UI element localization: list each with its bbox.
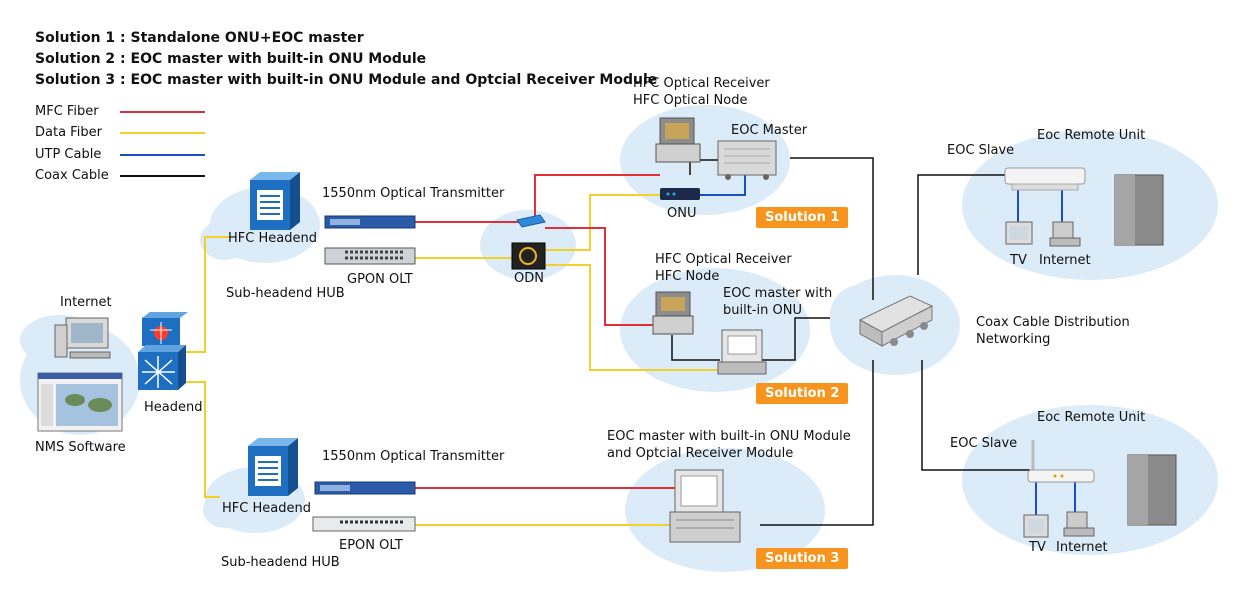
hfc-headend-top-icon — [250, 172, 300, 230]
hfc-headend-bottom-label: HFC Headend — [222, 501, 311, 516]
optical-transmitter-bottom-label: 1550nm Optical Transmitter — [322, 449, 505, 464]
internet-bottom-label: Internet — [1056, 540, 1108, 555]
optical-transmitter-top-icon — [324, 215, 416, 229]
eoc-slave-bottom-icon — [1027, 440, 1095, 483]
headend-label: Headend — [144, 400, 203, 415]
internet-pc-icon — [54, 317, 111, 359]
coax-distribution-label: Coax Cable Distribution Networking — [976, 315, 1130, 347]
hfc-headend-bottom-icon — [248, 438, 298, 496]
legend-mfc-fiber: MFC Fiber — [35, 104, 99, 119]
s2-eoc-master-icon — [717, 329, 767, 375]
coax-distribution-icon — [858, 295, 934, 347]
onu-label: ONU — [667, 206, 697, 221]
remote-unit-top-label: Eoc Remote Unit — [1037, 128, 1146, 143]
s2-receiver-label: HFC Optical Receiver HFC Node — [655, 252, 792, 284]
eoc-slave-top-label: EOC Slave — [947, 143, 1015, 158]
solution-2-badge: Solution 2 — [756, 383, 849, 404]
odn-label: ODN — [514, 271, 544, 286]
s2-optical-receiver-icon — [652, 291, 694, 335]
onu-icon — [660, 188, 700, 200]
gpon-olt-icon — [324, 247, 416, 265]
optical-transmitter-top-label: 1550nm Optical Transmitter — [322, 186, 505, 201]
data-fiber-lines — [185, 194, 720, 526]
pc-top-icon — [1049, 221, 1081, 247]
building-bottom-icon — [1127, 454, 1177, 526]
legend-utp-cable: UTP Cable — [35, 147, 102, 162]
epon-olt-label: EPON OLT — [339, 538, 403, 553]
pc-bottom-icon — [1063, 511, 1095, 537]
s3-eoc-master-label: EOC master with built-in ONU Module and … — [607, 429, 851, 461]
utp-lines — [700, 175, 1076, 515]
title-solution-2: Solution 2 : EOC master with built-in ON… — [35, 51, 427, 67]
coax-lines — [671, 157, 1030, 526]
legend-coax-cable: Coax Cable — [35, 168, 109, 183]
internet-label: Internet — [60, 295, 112, 310]
s3-eoc-master-icon — [669, 469, 741, 543]
tv-top-icon — [1005, 221, 1033, 245]
headend-switch-icon — [138, 312, 188, 390]
eoc-slave-bottom-label: EOC Slave — [950, 436, 1018, 451]
legend-data-fiber: Data Fiber — [35, 125, 102, 140]
title-solution-3: Solution 3 : EOC master with built-in ON… — [35, 72, 658, 88]
sub-headend-hub-bottom-label: Sub-headend HUB — [221, 555, 340, 570]
s1-optical-receiver-icon — [655, 117, 701, 163]
gpon-olt-label: GPON OLT — [347, 272, 413, 287]
odn-icon — [511, 242, 546, 270]
internet-top-label: Internet — [1039, 253, 1091, 268]
optical-transmitter-bottom-icon — [314, 481, 416, 495]
s1-eoc-master-icon — [717, 140, 777, 180]
epon-olt-icon — [312, 516, 416, 532]
remote-unit-bottom-label: Eoc Remote Unit — [1037, 410, 1146, 425]
nms-software-label: NMS Software — [35, 440, 126, 455]
legend-lines — [120, 111, 205, 177]
s2-eoc-master-label: EOC master with built-in ONU — [723, 286, 833, 318]
title-solution-1: Solution 1 : Standalone ONU+EOC master — [35, 30, 364, 46]
s1-receiver-label: HFC Optical Receiver HFC Optical Node — [633, 76, 770, 108]
splitter-icon — [516, 214, 546, 228]
tv-bottom-icon — [1023, 514, 1049, 538]
hfc-headend-top-label: HFC Headend — [228, 231, 317, 246]
tv-top-label: TV — [1010, 253, 1027, 268]
building-top-icon — [1114, 174, 1164, 246]
tv-bottom-label: TV — [1029, 540, 1046, 555]
nms-screen-icon — [37, 372, 123, 432]
sub-headend-hub-top-label: Sub-headend HUB — [226, 286, 345, 301]
eoc-slave-top-icon — [1004, 167, 1086, 191]
s1-eoc-master-label: EOC Master — [731, 123, 808, 138]
mfc-fiber-lines — [415, 174, 675, 489]
solution-1-badge: Solution 1 — [756, 207, 849, 228]
solution-3-badge: Solution 3 — [756, 548, 849, 569]
